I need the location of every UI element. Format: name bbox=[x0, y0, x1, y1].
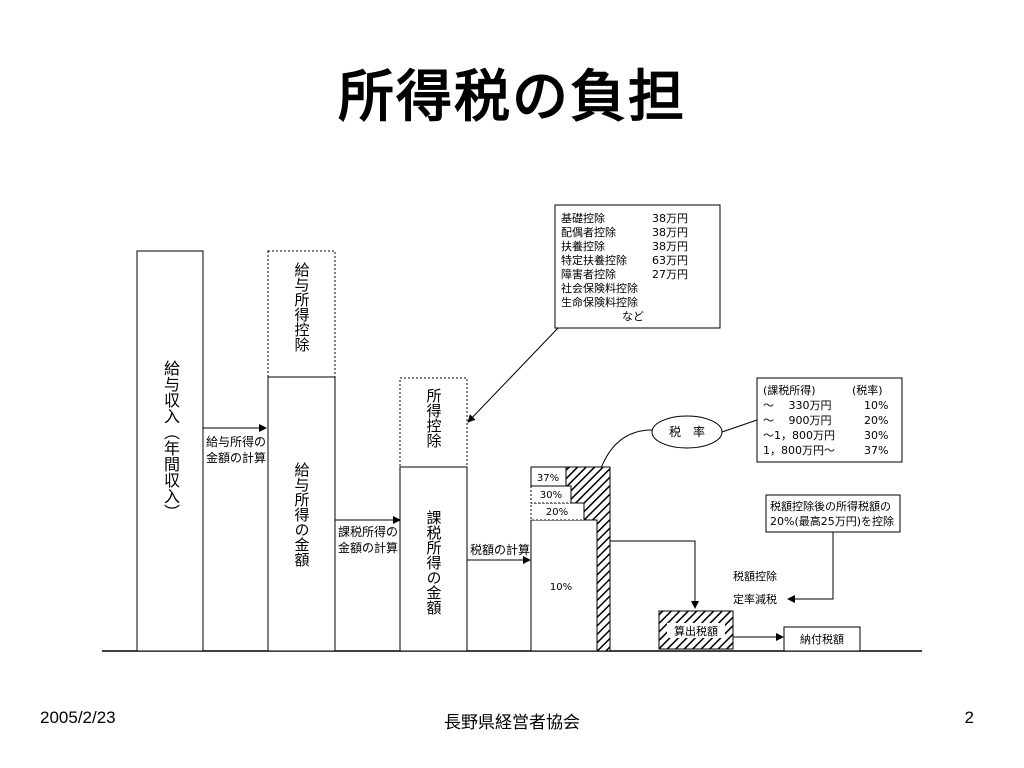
table-to-ellipse-line bbox=[721, 419, 758, 433]
payable-tax-label: 納付税額 bbox=[800, 632, 844, 646]
tax-rate-value: 30% bbox=[864, 429, 888, 442]
taxable-income-label: 課税所得の金額 bbox=[424, 510, 443, 615]
deduction-pointer-arrow bbox=[467, 327, 559, 423]
deduction-list-box bbox=[554, 204, 721, 329]
tax-rate-value: 10% bbox=[864, 399, 888, 412]
payable-tax-box bbox=[783, 626, 861, 652]
deduction-amount: 38万円 bbox=[652, 212, 688, 225]
calc-salary-label-1: 給与所得の bbox=[206, 434, 266, 449]
salary-income-box bbox=[136, 250, 204, 652]
tax-rate-range: 1，800万円～ bbox=[763, 444, 835, 457]
tax-amount-hatched bbox=[565, 466, 611, 652]
tax-rate-value: 37% bbox=[864, 444, 888, 457]
deduction-etc: など bbox=[622, 310, 644, 323]
calc-salary-label-2: 金額の計算 bbox=[206, 450, 266, 465]
deduction-name: 配偶者控除 bbox=[561, 225, 616, 239]
deduction-amount: 38万円 bbox=[652, 240, 688, 253]
slide-title: 所得税の負担 bbox=[338, 65, 686, 130]
flat-rate-note-box bbox=[765, 494, 901, 533]
tax-rate-range: ～ 330万円 bbox=[763, 399, 832, 412]
computed-tax-label-bg bbox=[667, 623, 725, 638]
salary-income-amount-label: 給与所得の金額 bbox=[292, 462, 311, 567]
tax-rate-range: ～1，800万円 bbox=[763, 429, 835, 442]
deduction-amount: 63万円 bbox=[652, 254, 688, 267]
footer-page-number: 2 bbox=[964, 708, 974, 727]
tax-rate-table-box bbox=[756, 377, 903, 463]
taxable-income-box bbox=[399, 466, 468, 652]
calc-taxable-label-2: 金額の計算 bbox=[338, 540, 398, 555]
tax-rate-ellipse bbox=[651, 415, 723, 449]
fixed-rate-reduction-label: 定率減税 bbox=[733, 592, 777, 606]
deduction-name: 特定扶養控除 bbox=[561, 253, 627, 267]
footer-organization: 長野県経営者協会 bbox=[444, 713, 580, 733]
deduction-name: 扶養控除 bbox=[561, 239, 605, 253]
arrow-to-computed-tax bbox=[610, 540, 699, 609]
deduction-name: 社会保険料控除 bbox=[561, 281, 638, 295]
bracket-label: 10% bbox=[550, 582, 572, 593]
salary-income-amount-box bbox=[267, 376, 336, 652]
tax-rate-ellipse-label: 税 率 bbox=[669, 424, 705, 439]
bracket-label: 30% bbox=[540, 490, 562, 501]
flat-rate-note-line1: 税額控除後の所得税額の bbox=[770, 499, 891, 513]
deduction-list: 基礎控除 38万円 配偶者控除 38万円 扶養控除 38万円 特定扶養控除 63… bbox=[561, 211, 688, 323]
calc-taxable-label-1: 課税所得の bbox=[338, 524, 398, 539]
deduction-name: 生命保険料控除 bbox=[561, 295, 638, 309]
bracket-10-box bbox=[530, 519, 598, 652]
arrow-flat-rate bbox=[787, 532, 834, 603]
footer-date: 2005/2/23 bbox=[40, 708, 116, 727]
salary-income-label: 給与収入（年間収入） bbox=[161, 360, 180, 520]
salary-deduction-box bbox=[267, 250, 336, 378]
tax-rate-range: ～ 900万円 bbox=[763, 414, 832, 427]
tax-rate-header-income: (課税所得) bbox=[763, 383, 816, 397]
computed-tax-label: 算出税額 bbox=[674, 624, 718, 638]
deduction-name: 基礎控除 bbox=[561, 211, 605, 225]
calc-tax-label: 税額の計算 bbox=[470, 542, 530, 557]
flat-rate-note-line2: 20%(最高25万円)を控除 bbox=[770, 514, 894, 528]
salary-deduction-label: 給与所得控除 bbox=[292, 262, 311, 352]
deduction-name: 障害者控除 bbox=[561, 267, 616, 281]
bracket-label: 20% bbox=[546, 507, 568, 518]
income-deduction-label: 所得控除 bbox=[424, 388, 443, 448]
bracket-label: 37% bbox=[537, 473, 559, 484]
tax-rate-header-rate: (税率) bbox=[852, 383, 883, 397]
tax-rate-table: (課税所得) (税率) ～ 330万円 10% ～ 900万円 20% ～1，8… bbox=[763, 383, 888, 457]
deduction-amount: 38万円 bbox=[652, 226, 688, 239]
deduction-amount: 27万円 bbox=[652, 268, 688, 281]
tax-credit-label: 税額控除 bbox=[733, 569, 777, 583]
tax-rate-value: 20% bbox=[864, 414, 888, 427]
